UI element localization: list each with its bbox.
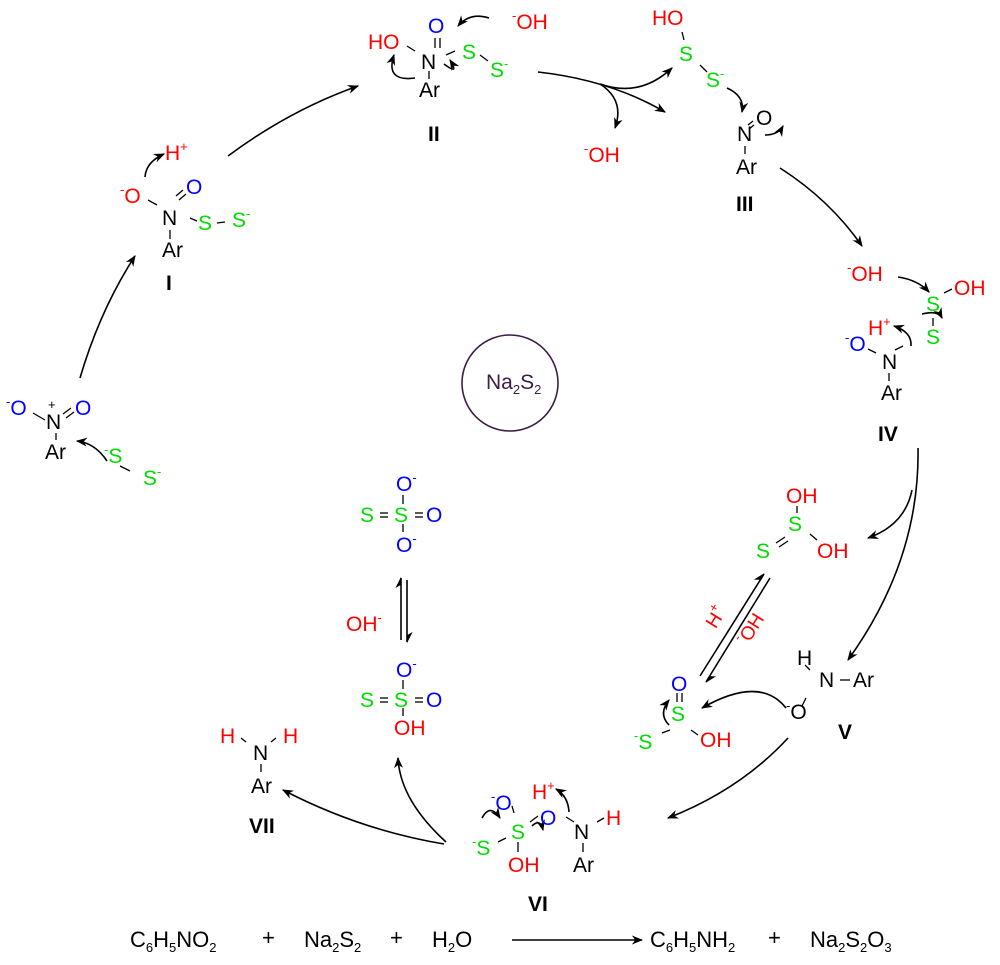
aryl-group: Ar [419, 79, 440, 102]
label-III: III [736, 193, 754, 216]
atom-oh: OH [700, 729, 732, 752]
atom-h1: H [220, 725, 236, 748]
atom-oh: OH [508, 854, 540, 877]
arrow-IV-to-thiosulfurous [866, 489, 913, 539]
arrow-I-to-II [227, 85, 360, 157]
atom-o-minus: -O [786, 698, 807, 724]
label-IV: IV [878, 423, 898, 446]
label-VI: VI [528, 893, 548, 916]
atom-o-minus: -O [845, 330, 866, 356]
atom-o: O [671, 673, 688, 696]
atom-s-terminal: S [756, 540, 771, 563]
aryl-group: Ar [45, 441, 66, 464]
reactant-water: H2O [432, 927, 473, 955]
reactant-nitrobenzene: C6H5NO2 [130, 927, 217, 955]
atom-h: H [606, 807, 622, 830]
arrow-VI-to-thiosulfate-acid [394, 756, 447, 843]
byproduct-ho: HO [652, 7, 684, 30]
aryl-group: Ar [162, 239, 183, 262]
atom-o-minus: -O [6, 394, 27, 420]
atom-oh: OH [954, 277, 986, 300]
aryl-group: Ar [853, 669, 874, 692]
catalyst-label: Na2S2 [486, 371, 542, 397]
atom-n: N [421, 51, 437, 74]
atom-oh1: OH [786, 485, 818, 508]
product-sodium-thiosulfate: Na2S2O3 [810, 927, 892, 955]
atom-s1: S [198, 212, 213, 235]
atom-o: O [428, 15, 445, 38]
aryl-group: Ar [573, 854, 594, 877]
atom-o-minus-bottom: O- [396, 531, 417, 557]
atom-s-minus: -S [472, 834, 491, 860]
arrow-II-to-III [537, 71, 666, 113]
arrow-VI-to-VII [282, 789, 445, 845]
atom-s-center: S [671, 703, 686, 726]
atom-s2: S- [232, 206, 251, 232]
plus-1: + [262, 925, 275, 950]
disulfide-s1: -S [104, 442, 123, 468]
label-VII: VII [249, 815, 275, 838]
atom-o-minus: -O [120, 182, 141, 208]
atom-oh2: OH [817, 540, 849, 563]
label-II: II [428, 123, 440, 146]
atom-h2: H [283, 725, 299, 748]
charge-plus: + [48, 397, 56, 412]
atom-ho: HO [368, 31, 400, 54]
proton: H+ [532, 778, 555, 804]
hydroxide: -OH [512, 8, 548, 34]
atom-o-minus-top: O- [396, 470, 417, 496]
atom-n: N [882, 351, 898, 374]
atom-o-minus: -O [491, 789, 512, 815]
atom-n: N [737, 123, 753, 146]
atom-o: O [426, 504, 443, 527]
atom-o-bridge: O [540, 807, 557, 830]
proton: H+ [868, 314, 891, 340]
atom-s-center: S [511, 821, 526, 844]
atom-s1: S [462, 41, 477, 64]
atom-s-center: S [394, 689, 409, 712]
atom-h: H [797, 647, 813, 670]
label-V: V [838, 721, 853, 744]
atom-oh: OH [394, 717, 426, 740]
atom-o: O [75, 397, 92, 420]
condition-hydroxide-thiosulfate: OH- [346, 610, 382, 636]
atom-n: N [574, 821, 590, 844]
arrow-start-to-I [79, 255, 136, 379]
atom-o: O [426, 689, 443, 712]
atom-s-center: S [394, 504, 409, 527]
aryl-group: Ar [881, 382, 902, 405]
aryl-group: Ar [251, 775, 272, 798]
atom-o-minus: O- [396, 656, 417, 682]
atom-n: N [819, 669, 835, 692]
reactant-sodium-disulfide: Na2S2 [304, 927, 362, 955]
atom-s2: S- [490, 56, 509, 82]
atom-n: N [253, 742, 269, 765]
label-I: I [166, 272, 172, 295]
hydroxide: -OH [847, 260, 883, 286]
arrow-IV-to-V [847, 447, 919, 661]
atom-s-center: S [788, 513, 803, 536]
atom-o: O [756, 107, 773, 130]
plus-2: + [390, 925, 403, 950]
byproduct-s2: S- [706, 66, 725, 92]
atom-n: N [162, 207, 178, 230]
proton: H+ [165, 139, 188, 165]
atom-s-terminal: S [360, 689, 375, 712]
atom-n-plus: N [46, 411, 62, 434]
atom-s-terminal: S [360, 504, 375, 527]
aryl-group: Ar [736, 156, 757, 179]
byproduct-s1: S [679, 43, 694, 66]
atom-s2: S [926, 326, 941, 349]
atom-s1: S [926, 293, 941, 316]
catalyst-circle [461, 334, 559, 432]
atom-o: O [186, 176, 203, 199]
disulfide-s2: S- [143, 464, 162, 490]
arrow-V-to-VI [666, 737, 789, 819]
product-aniline: C6H5NH2 [650, 927, 736, 955]
leaving-hydroxide: -OH [584, 141, 620, 167]
plus-3: + [768, 925, 781, 950]
arrow-III-to-IV [779, 167, 863, 247]
atom-s-minus: -S [634, 728, 653, 754]
